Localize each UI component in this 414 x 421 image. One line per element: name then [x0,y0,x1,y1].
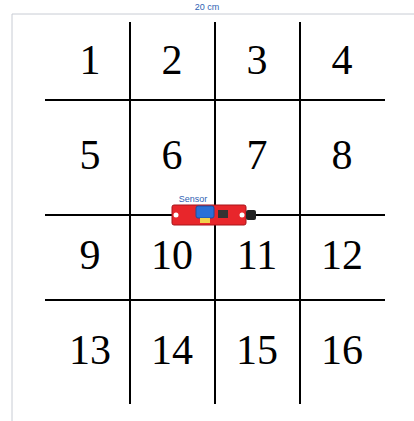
cell-number: 16 [321,329,363,371]
cell-number: 15 [236,329,278,371]
cell-number: 1 [80,39,101,81]
frame-line [12,14,414,15]
cell-number: 14 [151,329,193,371]
cell-number: 3 [247,39,268,81]
cell-number: 5 [80,134,101,176]
dimension-label: 20 cm [195,3,220,12]
cell-number: 4 [332,39,353,81]
sensor-module [172,205,256,225]
cell-number: 2 [162,39,183,81]
cell-number: 8 [332,134,353,176]
cell-number: 12 [321,234,363,276]
cell-number: 11 [237,234,277,276]
sensor-label: Sensor [179,195,208,204]
cell-number: 13 [69,329,111,371]
grid-lines [45,22,385,404]
cell-number: 6 [162,134,183,176]
frame-line [12,14,13,421]
cell-number: 10 [151,234,193,276]
cell-number: 9 [80,234,101,276]
cell-number: 7 [247,134,268,176]
